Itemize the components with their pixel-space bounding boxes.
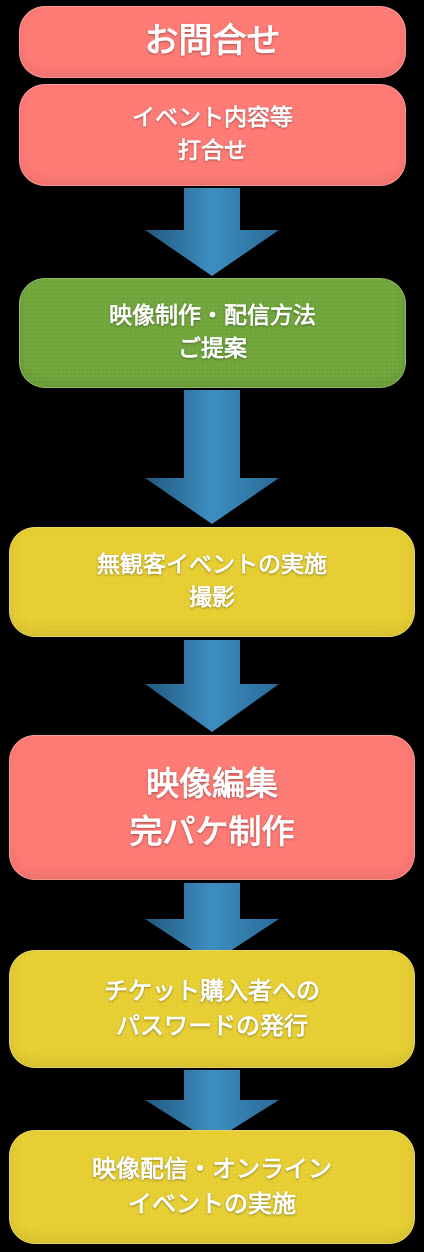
step-contact-label: お問合せ [144,21,281,62]
step-meeting-line-1: イベント内容等 [132,104,293,131]
step-editing: 映像編集 完パケ制作 [9,735,415,880]
down-arrow-icon [145,883,279,963]
down-arrow-icon [145,640,279,732]
step-shooting-line-2: 撮影 [189,585,235,611]
step-proposal-line-1: 映像制作・配信方法 [109,302,316,329]
step-streaming-line-2: イベントの実施 [128,1190,296,1218]
step-editing-line-2: 完パケ制作 [129,811,295,851]
step-proposal: 映像制作・配信方法 ご提案 [19,278,406,388]
step-contact: お問合せ [19,6,406,78]
step-proposal-line-2: ご提案 [178,336,247,362]
step-meeting-line-2: 打合せ [178,138,247,164]
step-password-line-2: パスワードの発行 [116,1012,308,1040]
step-shooting: 無観客イベントの実施 撮影 [9,527,415,637]
down-arrow-icon [145,390,279,524]
step-shooting-line-1: 無観客イベントの実施 [97,551,327,578]
step-meeting: イベント内容等 打合せ [19,84,406,186]
step-streaming: 映像配信・オンライン イベントの実施 [9,1130,415,1244]
step-password-line-1: チケット購入者への [104,977,320,1006]
down-arrow-icon [145,188,279,276]
down-arrow-icon [145,1070,279,1142]
step-streaming-line-1: 映像配信・オンライン [92,1155,332,1184]
step-editing-line-1: 映像編集 [146,763,278,803]
step-password: チケット購入者への パスワードの発行 [9,950,415,1068]
